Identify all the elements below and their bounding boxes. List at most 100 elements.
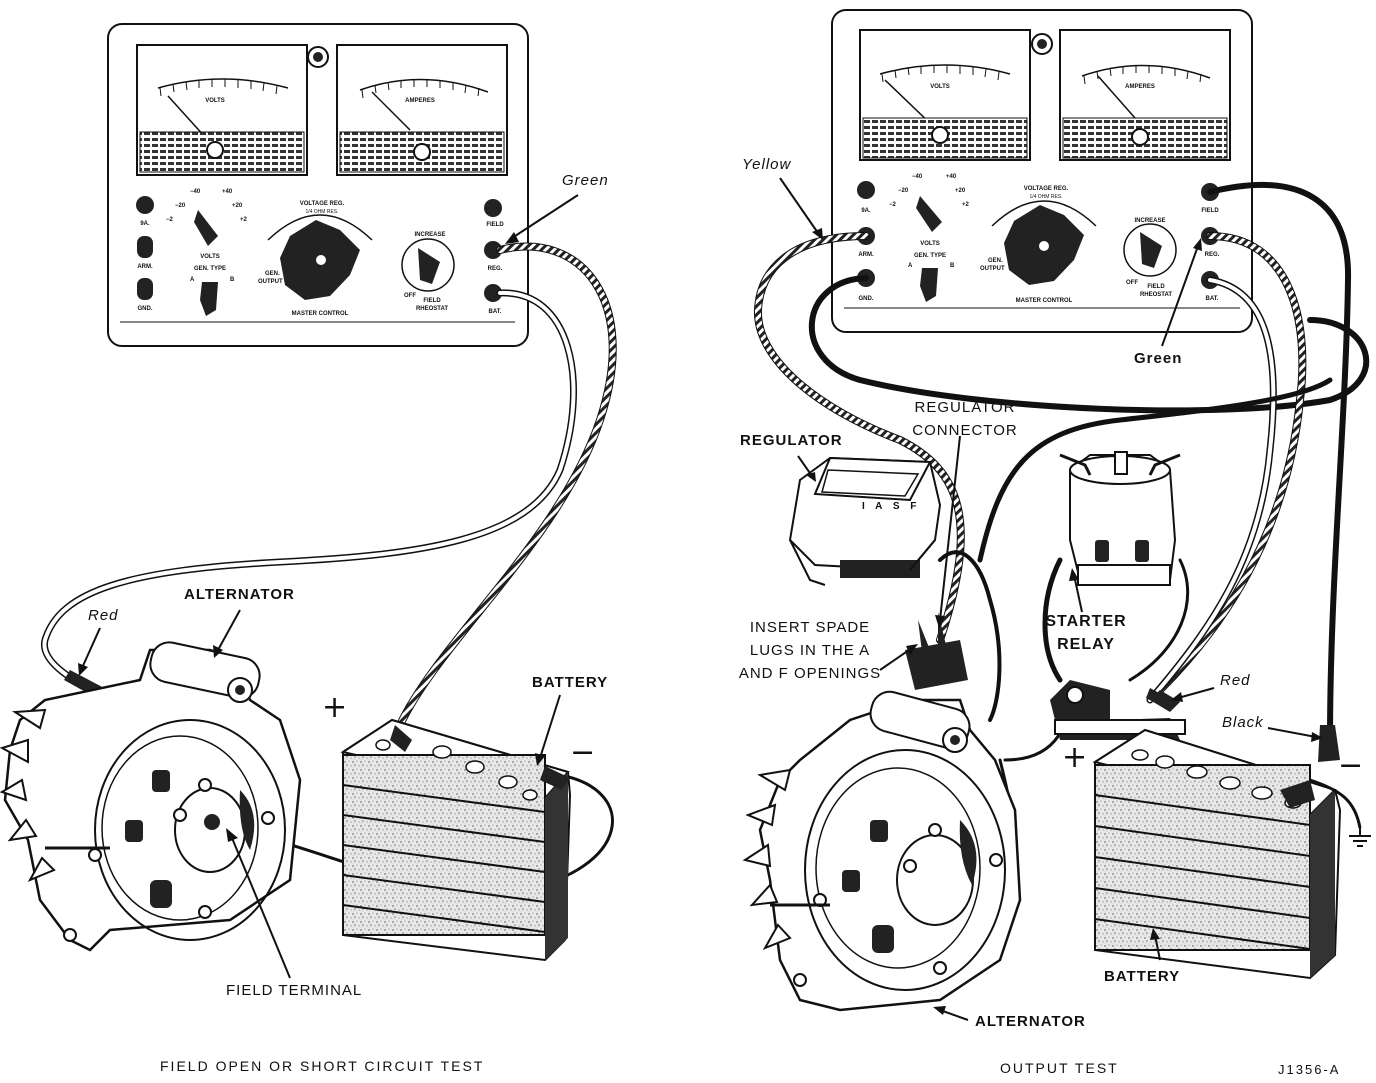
left-alternator: [0, 641, 302, 952]
ground-icon: [1349, 828, 1371, 847]
left-arm-label: ARM.: [137, 264, 153, 270]
right-amps-label: AMPERES: [1125, 84, 1155, 90]
right-alternator-label: ALTERNATOR: [975, 1013, 1086, 1030]
left-terminal-reg: [484, 241, 502, 259]
left-range-p20: +20: [232, 203, 243, 209]
left-gnd-label: GND.: [138, 306, 153, 312]
right-gen-type-a: A: [908, 263, 913, 269]
left-increase-label: INCREASE: [414, 232, 445, 238]
left-terminal-9a: [136, 196, 154, 214]
left-gen-type-a: A: [190, 277, 195, 283]
left-gen-output-2: OUTPUT: [258, 279, 283, 285]
right-field-terminal-label: FIELD: [1201, 208, 1219, 214]
right-voltage-reg-label: VOLTAGE REG.: [1024, 186, 1069, 192]
right-caption: OUTPUT TEST: [1000, 1060, 1119, 1076]
starter-relay-line-2: RELAY: [1057, 636, 1115, 653]
right-battery-label: BATTERY: [1104, 968, 1181, 985]
left-caption: FIELD OPEN OR SHORT CIRCUIT TEST: [160, 1058, 485, 1074]
right-plus-sign: +: [1062, 740, 1088, 775]
right-volts-label: VOLTS: [930, 84, 950, 90]
regulator-connector-line-2: CONNECTOR: [912, 422, 1018, 439]
left-rheostat-label: RHEOSTAT: [416, 306, 448, 312]
regulator-connector-line-1: REGULATOR: [914, 399, 1016, 416]
left-bat-label: BAT.: [489, 309, 502, 315]
left-plus-sign: +: [322, 690, 348, 725]
left-range-m2: −2: [166, 217, 174, 223]
right-arm-label: ARM.: [858, 252, 874, 258]
insert-spade-line-2: LUGS IN THE A: [749, 642, 871, 659]
left-voltage-reg-label: VOLTAGE REG.: [300, 201, 345, 207]
right-off-label: OFF: [1126, 280, 1138, 286]
left-battery-label: BATTERY: [532, 674, 609, 691]
right-yellow-label: Yellow: [742, 156, 792, 173]
regulator-label: REGULATOR: [740, 432, 843, 449]
left-range-p40: +40: [222, 189, 233, 195]
left-ohm-res-label: 1/4 OHM RES.: [305, 209, 338, 215]
regulator-face-text: I A S F: [862, 501, 920, 512]
left-master-control-label: MASTER CONTROL: [292, 311, 349, 317]
right-volts-meter: VOLTS: [859, 29, 1031, 161]
left-terminal-bat: [484, 284, 502, 302]
right-gen-type-b: B: [950, 263, 955, 269]
regulator-connector-label: REGULATOR CONNECTOR: [905, 396, 1025, 442]
right-gen-type-label: GEN. TYPE: [914, 253, 946, 259]
right-9a-label: 9A.: [861, 208, 871, 214]
left-terminal-field: [484, 199, 502, 217]
left-range-p2: +2: [240, 217, 248, 223]
right-gnd-label: GND.: [859, 296, 874, 302]
left-battery: [340, 718, 572, 962]
right-black-label: Black: [1222, 714, 1264, 731]
left-minus-sign: −: [570, 735, 596, 770]
left-terminal-gnd: [137, 278, 153, 300]
right-battery: [1092, 728, 1362, 980]
left-volts-meter: VOLTS: [136, 44, 308, 176]
right-range-m40: −40: [912, 174, 923, 180]
left-field-terminal-label: FIELD: [486, 222, 504, 228]
left-amps-label: AMPERES: [405, 98, 435, 104]
right-amps-meter: AMPERES: [1059, 29, 1231, 161]
right-range-p40: +40: [946, 174, 957, 180]
left-range-knob: [194, 210, 218, 246]
left-volts-label: VOLTS: [205, 98, 225, 104]
right-wires: [753, 182, 1370, 962]
right-volts-selector-label: VOLTS: [920, 241, 940, 247]
right-master-control-label: MASTER CONTROL: [1016, 298, 1073, 304]
left-gen-output-1: GEN.: [265, 271, 280, 277]
left-amps-meter: AMPERES: [336, 44, 508, 176]
left-tester-panel: VOLTS AMPERES 9A. ARM. G: [107, 23, 529, 347]
left-range-m20: −20: [175, 203, 186, 209]
insert-spade-line-3: AND F OPENINGS: [738, 665, 882, 682]
right-range-p20: +20: [955, 188, 966, 194]
right-tester-panel: VOLTS AMPERES 9A. ARM. GND. −4: [831, 9, 1253, 333]
left-gen-type-knob: [200, 282, 218, 316]
right-gen-output-1: GEN.: [988, 258, 1003, 264]
starter-relay-line-1: STARTER: [1045, 613, 1127, 630]
right-minus-sign: −: [1338, 748, 1364, 783]
left-green-label: Green: [562, 172, 609, 189]
right-rheostat-label: RHEOSTAT: [1140, 292, 1172, 298]
right-range-p2: +2: [962, 202, 970, 208]
left-off-label: OFF: [404, 293, 416, 299]
right-increase-label: INCREASE: [1134, 218, 1165, 224]
left-rheostat-knob: [418, 248, 440, 284]
field-terminal-label: FIELD TERMINAL: [226, 982, 363, 999]
left-alternator-label: ALTERNATOR: [184, 586, 295, 603]
right-green-label: Green: [1134, 350, 1183, 367]
right-range-m2: −2: [889, 202, 897, 208]
left-field-label: FIELD: [423, 298, 441, 304]
terminal-block: [1050, 680, 1186, 740]
left-terminal-arm: [137, 236, 153, 258]
left-volts-selector-label: VOLTS: [200, 254, 220, 260]
left-reg-label: REG.: [488, 266, 503, 272]
right-reg-label: REG.: [1205, 252, 1220, 258]
insert-spade-line-1: INSERT SPADE: [749, 619, 871, 636]
left-gen-type-b: B: [230, 277, 235, 283]
starter-relay-label: STARTER RELAY: [1036, 610, 1136, 656]
right-range-m20: −20: [898, 188, 909, 194]
right-alternator: [742, 690, 1022, 1012]
figure-id: J1356-A: [1278, 1062, 1341, 1077]
insert-spade-label: INSERT SPADE LUGS IN THE A AND F OPENING…: [730, 616, 890, 685]
left-range-m40: −40: [190, 189, 201, 195]
left-9a-label: 9A.: [140, 221, 150, 227]
